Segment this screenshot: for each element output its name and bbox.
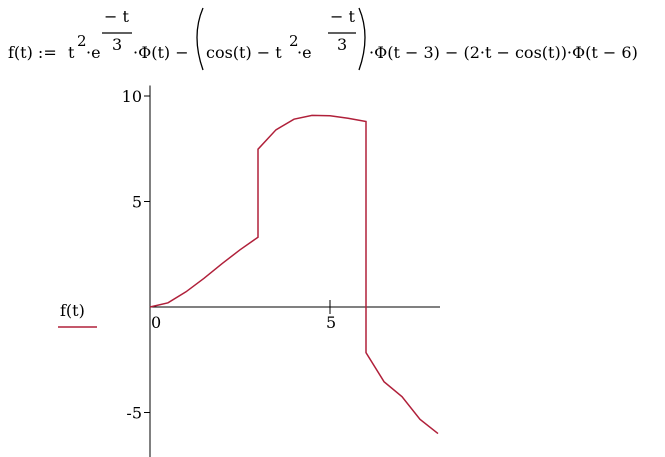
series-line	[149, 114, 439, 435]
x-tick-label: 5	[326, 313, 336, 332]
legend: f(t)	[58, 301, 97, 328]
formula-t: t	[68, 43, 75, 62]
formula-lhs: f(t) :=	[8, 43, 57, 62]
y-tick-label: -5	[126, 404, 142, 423]
formula-e1: ·e	[86, 43, 101, 62]
formula-term2-tail: ·Φ(t − 3) − (2·t − cos(t))·Φ(t − 6)	[369, 43, 638, 62]
formula-frac2-den: 3	[337, 35, 347, 54]
series	[149, 114, 439, 435]
formula-term1-tail: ·Φ(t) −	[133, 43, 189, 62]
axes	[149, 85, 440, 457]
formula-frac2-num: − t	[330, 7, 355, 26]
y-tick-label: 5	[132, 193, 142, 212]
formula-paren-body: cos(t) − t	[206, 43, 282, 62]
formula-exp2: 2	[289, 32, 299, 50]
formula-open-paren	[196, 7, 204, 71]
y-tick-label: 10	[122, 87, 142, 106]
formula-close-paren	[358, 7, 366, 71]
legend-label: f(t)	[60, 301, 85, 320]
formula-frac1-den: 3	[112, 35, 122, 54]
formula: f(t) := t 2 ·e − t 3 ·Φ(t) − cos(t) − t …	[8, 7, 638, 71]
ticks: 0 5 -5 5 10	[122, 87, 337, 423]
formula-frac1-num: − t	[104, 7, 129, 26]
x-tick-label: 0	[151, 313, 161, 332]
formula-exp1: 2	[77, 32, 87, 50]
formula-e2: ·e	[297, 43, 312, 62]
